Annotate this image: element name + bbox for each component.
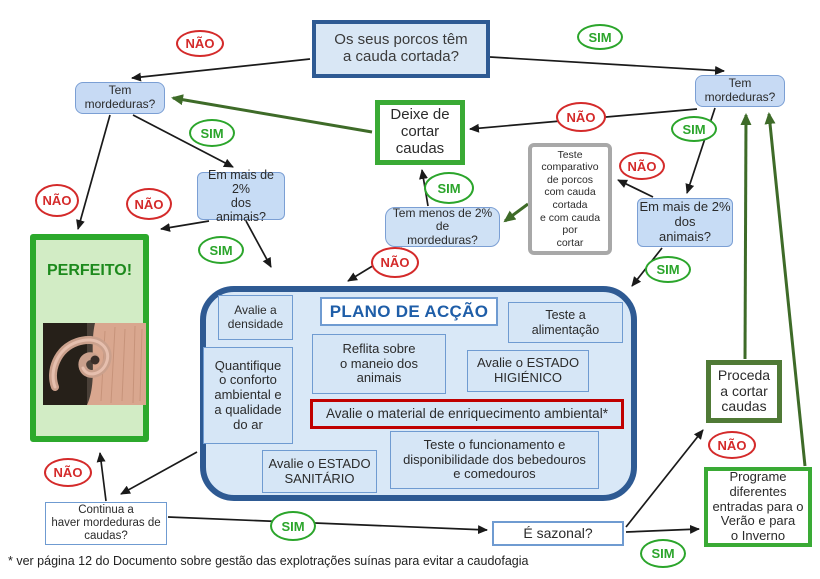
question-bites-right: Tem mordeduras? [695, 75, 785, 107]
plan-item-hygiene: Avalie o ESTADO HIGIÉNICO [467, 350, 589, 392]
no-label-continue: NÃO [44, 458, 92, 487]
plan-item-density: Avalie a densidade [218, 295, 293, 340]
plan-item-sanitary: Avalie o ESTADO SANITÁRIO [262, 450, 377, 493]
no-label-mid-left: NÃO [126, 188, 172, 220]
action-stop-docking: Deixe de cortar caudas [375, 100, 465, 165]
no-label-comparative: NÃO [619, 152, 665, 180]
question-continue-bites: Continua a haver mordeduras de caudas? [45, 502, 167, 545]
no-label-under2pct: NÃO [371, 247, 419, 278]
plan-item-feeding: Teste a alimentação [508, 302, 623, 343]
question-bites-left: Tem mordeduras? [75, 82, 165, 114]
yes-label-right-over2: SIM [645, 256, 691, 283]
no-label-top-left: NÃO [176, 30, 224, 57]
plan-item-drinkers: Teste o funcionamento e disponibilidade … [390, 431, 599, 489]
perfect-label: PERFEITO! [46, 262, 133, 279]
question-under2pct: Tem menos de 2% de mordeduras? [385, 206, 500, 247]
no-label-stop-docking: NÃO [556, 102, 606, 132]
footnote: * ver página 12 do Documento sobre gestã… [8, 554, 529, 568]
yes-label-continue: SIM [270, 511, 316, 541]
no-label-proceed: NÃO [708, 431, 756, 459]
yes-label-left-bites: SIM [189, 119, 235, 147]
plan-item-handling: Reflita sobre o maneio dos animais [312, 334, 446, 394]
yes-label-seasonal: SIM [640, 539, 686, 568]
yes-label-under2pct: SIM [424, 172, 474, 204]
action-plan-title: PLANO DE ACÇÃO [320, 297, 498, 326]
no-label-far-left: NÃO [35, 184, 79, 217]
plan-item-enrichment: Avalie o material de enriquecimento ambi… [310, 399, 624, 429]
action-schedule-entries: Programe diferentes entradas para o Verã… [704, 467, 812, 547]
yes-label-top-right: SIM [577, 24, 623, 50]
action-comparative-test: Teste comparativo de porcos com cauda co… [528, 143, 612, 255]
action-proceed-docking: Proceda a cortar caudas [706, 360, 782, 423]
pig-tail-photo [43, 323, 146, 405]
yes-label-right-bites: SIM [671, 116, 717, 142]
question-over2pct-right: Em mais de 2% dos animais? [637, 198, 733, 247]
question-over2pct-left: Em mais de 2% dos animais? [197, 168, 285, 224]
question-tail-docked: Os seus porcos têm a cauda cortada? [312, 20, 490, 78]
yes-label-left-over2: SIM [198, 236, 244, 264]
question-seasonal: É sazonal? [492, 521, 624, 546]
plan-item-comfort: Quantifique o conforto ambiental e a qua… [203, 347, 293, 444]
result-perfect: PERFEITO! [30, 234, 149, 442]
